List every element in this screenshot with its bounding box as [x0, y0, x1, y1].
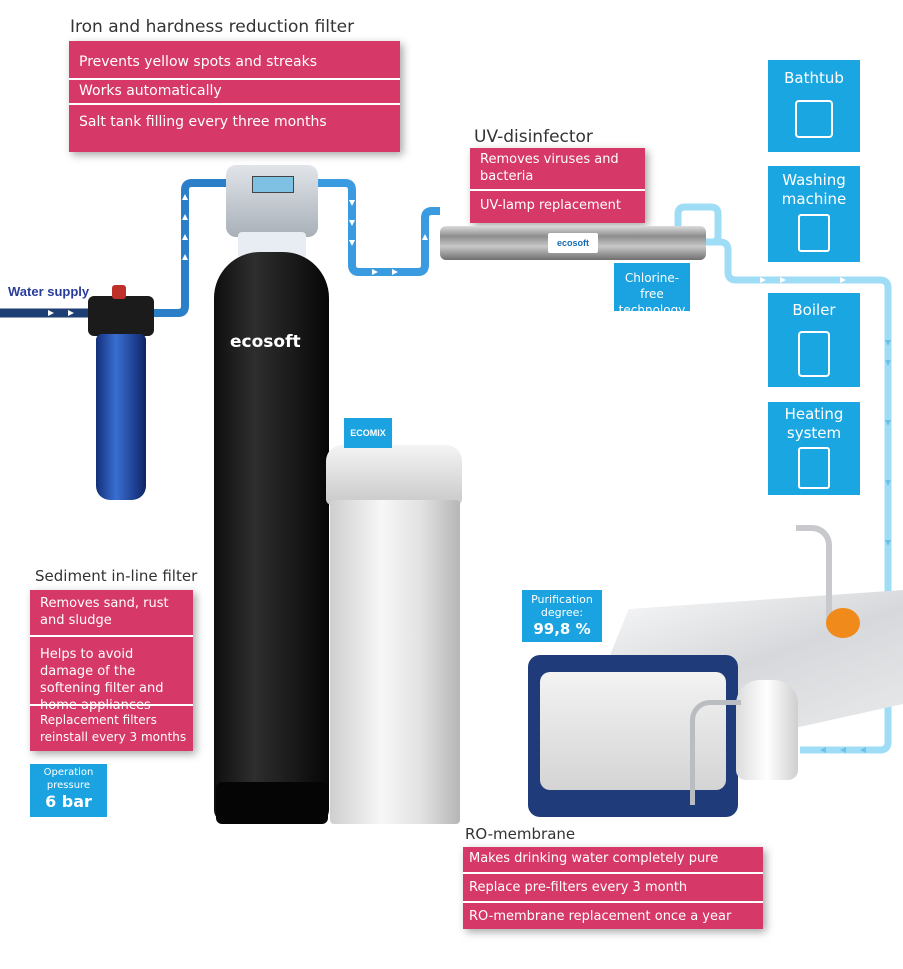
divider: [470, 189, 645, 191]
appliance-heating-system: Heating system: [768, 402, 860, 495]
ro-storage-tank: [736, 680, 798, 780]
iron-filter-item: Salt tank filling every three months: [79, 114, 327, 130]
ro-filter-housings: [540, 672, 726, 790]
uv-item: UV-lamp replacement: [480, 198, 621, 213]
ro-faucet-image: [690, 700, 741, 805]
ro-item: Makes drinking water completely pure: [469, 851, 719, 866]
uv-title: UV-disinfector: [474, 127, 593, 147]
salt-tank-lid: [326, 445, 462, 505]
ro-title: RO-membrane: [465, 825, 576, 843]
uv-item: Removes viruses and bacteria: [480, 152, 619, 184]
ro-item: RO-membrane replacement once a year: [469, 909, 732, 924]
operation-pressure-badge: Operation pressure 6 bar: [30, 764, 107, 817]
purification-value: 99,8 %: [533, 620, 591, 638]
iron-filter-item: Prevents yellow spots and streaks: [79, 54, 317, 70]
sediment-filter-cap: [88, 296, 154, 336]
appliance-label: Washing machine: [781, 171, 847, 208]
sediment-filter-housing: [96, 334, 146, 500]
appliance-boiler: Boiler: [768, 293, 860, 387]
divider: [463, 901, 763, 903]
uv-lamp-label: ecosoft: [548, 233, 598, 253]
uv-lamp-image: ecosoft: [440, 226, 706, 260]
uv-info-box: Removes viruses and bacteria UV-lamp rep…: [470, 148, 645, 223]
sediment-info-box: Removes sand, rust and sludge Helps to a…: [30, 590, 193, 751]
divider: [69, 103, 400, 105]
bathtub-icon: [795, 100, 833, 138]
softener-tank-base: [216, 782, 328, 824]
ecomix-logo: ECOMIX: [344, 418, 392, 448]
appliance-bathtub: Bathtub: [768, 60, 860, 152]
control-valve-display: [252, 176, 294, 193]
chlorine-free-badge: Chlorine-free technology: [614, 263, 690, 317]
iron-filter-item: Works automatically: [79, 83, 222, 99]
operation-pressure-label: Operation pressure: [43, 767, 94, 791]
iron-filter-info-box: Prevents yellow spots and streaks Works …: [69, 41, 400, 152]
purification-degree-badge: Purification degree: 99,8 %: [522, 590, 602, 642]
divider: [30, 635, 193, 637]
operation-pressure-value: 6 bar: [45, 792, 92, 811]
divider: [463, 872, 763, 874]
iron-filter-title: Iron and hardness reduction filter: [70, 17, 355, 37]
water-supply-label: Water supply: [8, 284, 90, 299]
ro-info-box: Makes drinking water completely pure Rep…: [463, 847, 763, 929]
appliance-washing-machine: Washing machine: [768, 166, 860, 262]
softener-tank-image: ecosoft: [214, 252, 329, 822]
washing-machine-icon: [798, 214, 830, 252]
heating-system-icon: [798, 447, 830, 489]
kitchen-faucet-image: [796, 525, 832, 621]
appliance-label: Bathtub: [784, 69, 844, 87]
appliance-label: Heating system: [784, 405, 844, 442]
ecosoft-logo: ecosoft: [230, 332, 301, 352]
sediment-item: Replacement filters reinstall every 3 mo…: [40, 713, 187, 744]
orange-fruit-image: [826, 608, 860, 638]
divider: [69, 78, 400, 80]
sediment-item: Removes sand, rust and sludge: [40, 596, 169, 628]
divider: [30, 704, 193, 706]
purification-label: Purification degree:: [531, 593, 593, 619]
salt-tank-image: [330, 500, 460, 824]
boiler-icon: [798, 331, 830, 377]
sediment-title: Sediment in-line filter: [35, 567, 198, 585]
ro-item: Replace pre-filters every 3 month: [469, 880, 688, 895]
appliance-label: Boiler: [792, 301, 836, 319]
sediment-filter-valve: [112, 285, 126, 299]
